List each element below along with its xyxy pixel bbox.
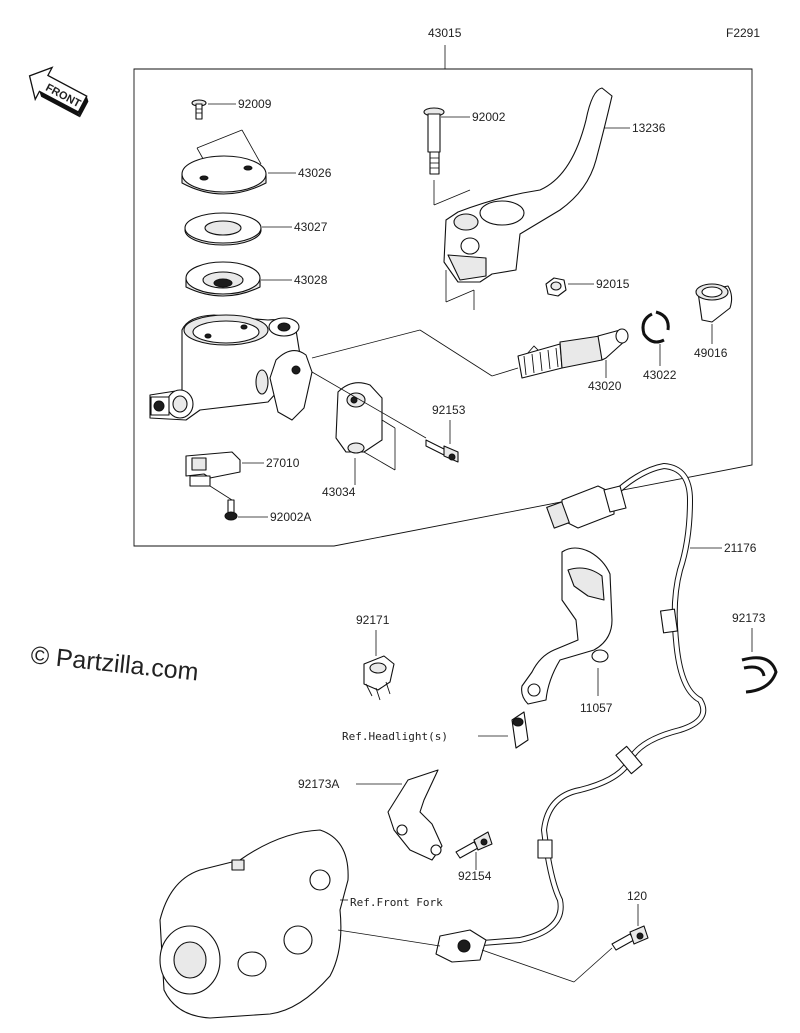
part-43028: 43028 (185, 261, 328, 297)
part-27010: 27010 (185, 451, 300, 487)
part-92154: 92154 (455, 831, 493, 883)
part-11057: 11057 (521, 547, 613, 715)
label-92009: 92009 (238, 97, 272, 111)
part-13236: 13236 (443, 87, 666, 310)
part-21176: 21176 (435, 462, 757, 963)
part-92153: 92153 (311, 371, 466, 463)
label-27010: 27010 (266, 456, 300, 470)
headlight-ref: Ref.Headlight(s) (342, 711, 529, 749)
figure-code: F2291 (726, 26, 760, 40)
label-43022: 43022 (643, 368, 677, 382)
label-92002: 92002 (472, 110, 506, 124)
label-92015: 92015 (596, 277, 630, 291)
part-92002: 92002 (423, 107, 506, 206)
label-43020: 43020 (588, 379, 622, 393)
label-92153: 92153 (432, 403, 466, 417)
label-43028: 43028 (294, 273, 328, 287)
part-120: 120 (481, 889, 649, 983)
label-43026: 43026 (298, 166, 332, 180)
part-43026: 43026 (181, 129, 332, 195)
label-92171: 92171 (356, 613, 390, 627)
label-11057: 11057 (580, 701, 613, 715)
part-92173A: 92173A (298, 769, 443, 861)
label-92154: 92154 (458, 869, 492, 883)
assembly-outline (133, 68, 753, 547)
label-13236: 13236 (632, 121, 666, 135)
label-92002A: 92002A (270, 510, 311, 524)
assembly-label: 43015 (428, 26, 462, 40)
part-43020: 43020 (311, 328, 629, 393)
label-21176: 21176 (724, 541, 757, 555)
part-49016: 49016 (694, 283, 733, 360)
label-43027: 43027 (294, 220, 328, 234)
part-43027: 43027 (184, 212, 328, 246)
part-43034: 43034 (322, 382, 396, 499)
label-ref-front-fork: Ref.Front Fork (350, 896, 443, 909)
label-49016: 49016 (694, 346, 728, 360)
label-ref-headlight: Ref.Headlight(s) (342, 730, 448, 743)
front-arrow-icon: FRONT (28, 66, 89, 118)
master-cylinder-body (149, 314, 313, 421)
label-92173A: 92173A (298, 777, 339, 791)
part-92002A: 92002A (209, 485, 311, 524)
part-92015: 92015 (545, 277, 630, 297)
label-43034: 43034 (322, 485, 356, 499)
watermark: © Partzilla.com (29, 641, 199, 686)
front-fork-ref: Ref.Front Fork (159, 829, 443, 1019)
part-43022: 43022 (641, 310, 677, 382)
part-92171: 92171 (356, 613, 395, 701)
label-120: 120 (627, 889, 647, 903)
part-92173: 92173 (732, 611, 778, 694)
label-92173: 92173 (732, 611, 766, 625)
part-92009: 92009 (191, 97, 272, 120)
